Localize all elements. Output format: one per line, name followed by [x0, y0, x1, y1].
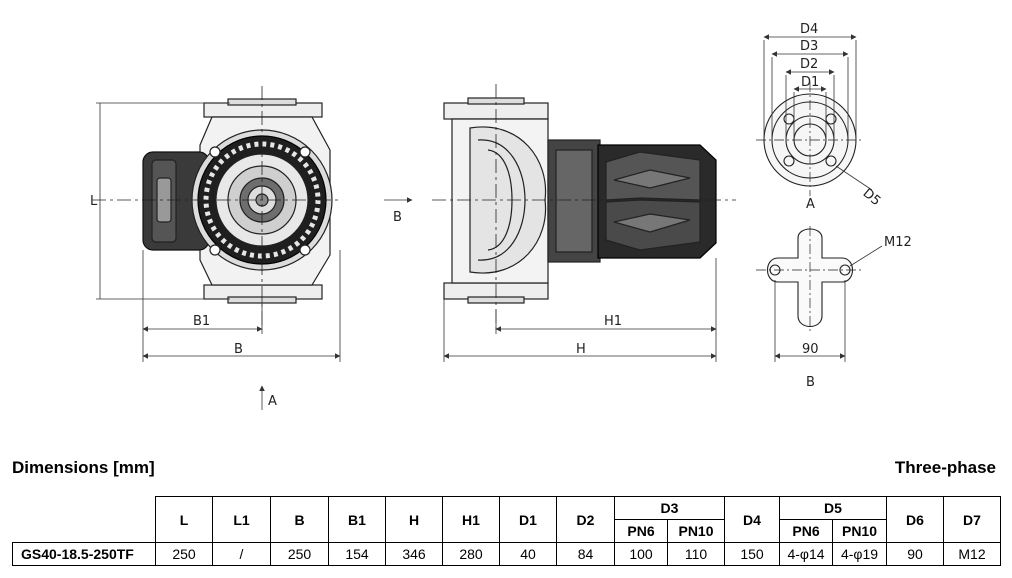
header-L: L — [155, 496, 213, 543]
header-H1: H1 — [442, 496, 500, 543]
dim-label-B: B — [234, 342, 243, 357]
cell-B: 250 — [270, 542, 329, 566]
dim-label-90: 90 — [802, 342, 819, 357]
cell-D7: M12 — [943, 542, 1001, 566]
header-D5-PN6: PN6 — [779, 519, 833, 543]
header-B1: B1 — [328, 496, 386, 543]
side-view — [432, 84, 736, 330]
cell-D3-PN10: 110 — [667, 542, 725, 566]
cell-D4: 150 — [724, 542, 780, 566]
dim-label-D1: D1 — [801, 75, 819, 90]
cell-B1: 154 — [328, 542, 386, 566]
cell-D3-PN6: 100 — [614, 542, 668, 566]
header-D7: D7 — [943, 496, 1001, 543]
technical-drawing: L B1 B A B H1 H — [90, 22, 912, 410]
header-D4: D4 — [724, 496, 780, 543]
dim-label-M12: M12 — [884, 235, 912, 250]
dim-label-B1: B1 — [193, 314, 210, 329]
view-arrow-A: A — [268, 394, 277, 409]
cell-H1: 280 — [442, 542, 500, 566]
view-label-B: B — [806, 375, 815, 390]
table-row: GS40-18.5-250TF 250 / 250 154 346 280 40… — [12, 542, 1001, 566]
cell-D6: 90 — [886, 542, 944, 566]
header-D1: D1 — [499, 496, 557, 543]
phase-label: Three-phase — [894, 458, 996, 477]
dim-label-D2: D2 — [800, 57, 818, 72]
table-header-row: L L1 B B1 H H1 D1 D2 D3 D4 D5 D6 D7 — [12, 496, 1001, 543]
view-arrow-B: B — [393, 210, 402, 225]
dim-label-L: L — [90, 194, 98, 209]
dim-label-D5: D5 — [860, 186, 884, 209]
dimensions-table: L L1 B B1 H H1 D1 D2 D3 D4 D5 D6 D7 PN6 … — [12, 496, 1001, 566]
header-D2: D2 — [556, 496, 615, 543]
section-title: Dimensions [mm] — [12, 458, 155, 477]
cell-D1: 40 — [499, 542, 557, 566]
cell-D5-PN10: 4-φ19 — [832, 542, 887, 566]
cell-L: 250 — [155, 542, 213, 566]
header-D6: D6 — [886, 496, 944, 543]
table-corner — [12, 496, 156, 543]
header-D3-PN6: PN6 — [614, 519, 668, 543]
cell-H: 346 — [385, 542, 443, 566]
dim-label-D4: D4 — [800, 22, 818, 37]
dim-label-D3: D3 — [800, 39, 818, 54]
dim-label-H1: H1 — [604, 314, 622, 329]
dim-label-H: H — [576, 342, 586, 357]
header-L1: L1 — [212, 496, 271, 543]
header-H: H — [385, 496, 443, 543]
header-D5-PN10: PN10 — [832, 519, 887, 543]
model-cell: GS40-18.5-250TF — [12, 542, 156, 566]
header-D3-PN10: PN10 — [667, 519, 725, 543]
header-D5: D5 — [779, 496, 887, 520]
foot-view-b — [756, 226, 864, 334]
top-view — [92, 86, 340, 330]
cell-L1: / — [212, 542, 271, 566]
cell-D5-PN6: 4-φ14 — [779, 542, 833, 566]
header-D3: D3 — [614, 496, 725, 520]
view-label-A: A — [806, 197, 815, 212]
header-B: B — [270, 496, 329, 543]
cell-D2: 84 — [556, 542, 615, 566]
